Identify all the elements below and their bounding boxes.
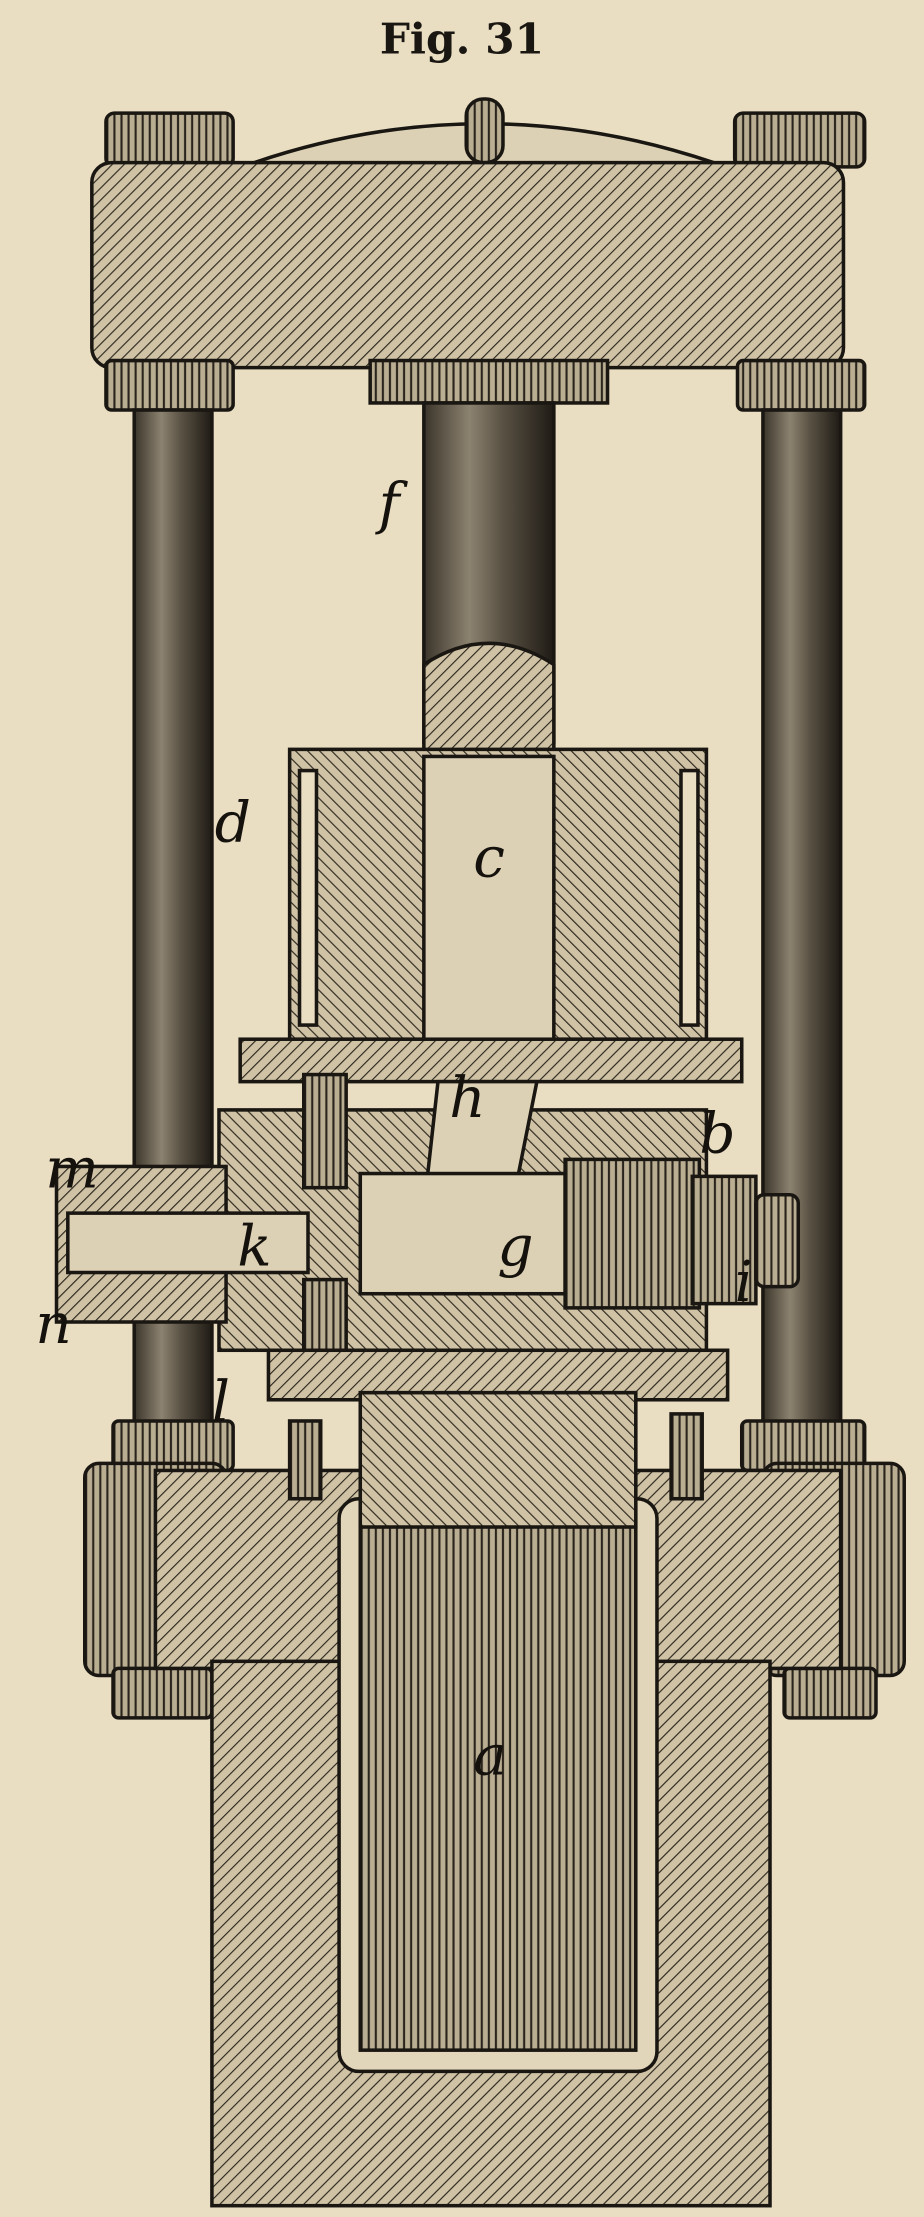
right-column-cap [732,111,867,169]
base-left-foot [111,1666,214,1720]
label-k: k [237,1214,271,1279]
base-right-foot [782,1666,878,1720]
left-upper-nut [104,358,235,412]
cylinder-gap-left [297,768,319,1027]
label-n: n [35,1292,71,1357]
cylinder-gap-right [679,768,700,1027]
label-h: h [449,1066,485,1131]
top-knob [464,97,505,165]
label-m: m [45,1137,99,1202]
bolt-left [287,1419,323,1501]
ram-flange [368,358,610,405]
label-a: a [473,1723,507,1788]
right-nut-cap [754,1192,801,1289]
figure-title: Fig. 31 [380,14,544,64]
valve-chamber-g [358,1171,567,1296]
label-d: d [215,790,251,855]
bolt-right [669,1412,704,1501]
label-g: g [497,1214,533,1279]
label-i: i [735,1250,753,1315]
label-l: l [212,1370,230,1435]
inlet-bore [66,1211,310,1275]
main-ram-head [358,1390,638,1529]
threaded-plug [563,1157,702,1310]
label-f: f [375,472,409,537]
top-crossbar [90,160,846,370]
screw-spindle-upper [301,1072,348,1190]
ram-head [422,641,556,766]
left-column-cap [104,111,235,169]
right-upper-nut [735,358,867,412]
label-b: b [699,1101,735,1166]
label-c: c [473,826,505,891]
right-column [761,408,843,1430]
plunger-c [422,754,556,1077]
